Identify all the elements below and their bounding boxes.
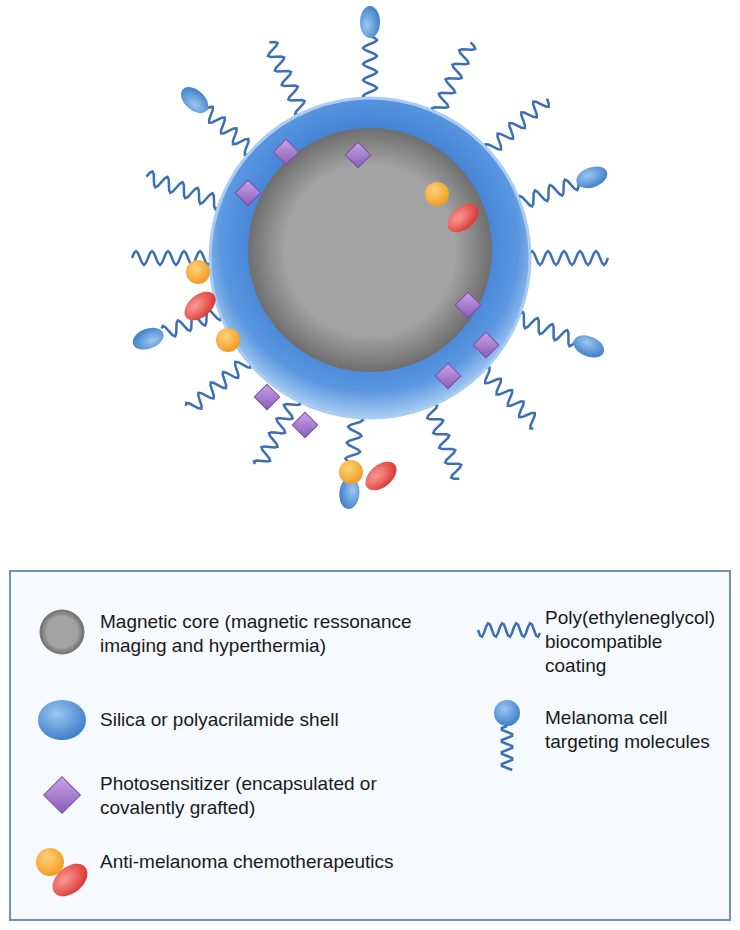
legend-label: Poly(ethyleneglycol) biocompatible coati… [545,606,720,678]
chemotherapeutics [179,182,484,496]
targeting-molecule [570,331,607,362]
magnetic-core [248,128,492,372]
targeting-molecule [360,6,380,38]
peg-chain [432,42,475,122]
legend-label: Magnetic core (magnetic ressonance imagi… [100,610,430,658]
legend-icons [36,610,520,903]
legend-chain-icons [478,623,540,770]
peg-chain [474,364,535,428]
peg-chain [482,99,549,161]
peg-chain [502,726,512,770]
targeting-molecule [130,324,167,354]
targeting-molecule [176,82,213,118]
legend-label: Anti-melanoma chemotherapeutics [100,850,430,874]
peg-chain [132,251,220,265]
particle-shell [210,98,530,418]
peg-chain [478,623,540,637]
peg-chains [130,6,611,510]
legend-label: Melanoma cell targeting molecules [545,706,720,754]
peg-chain [421,397,461,479]
legend-label: Silica or polyacrilamide shell [100,708,430,732]
peg-chain [146,171,229,209]
peg-chain [520,251,608,265]
peg-chain [268,42,311,122]
peg-chain [186,352,255,409]
photosensitizers [235,139,498,437]
legend-label: Photosensitizer (encapsulated or covalen… [100,772,430,820]
targeting-molecule [573,162,610,192]
legend-box [10,571,730,920]
